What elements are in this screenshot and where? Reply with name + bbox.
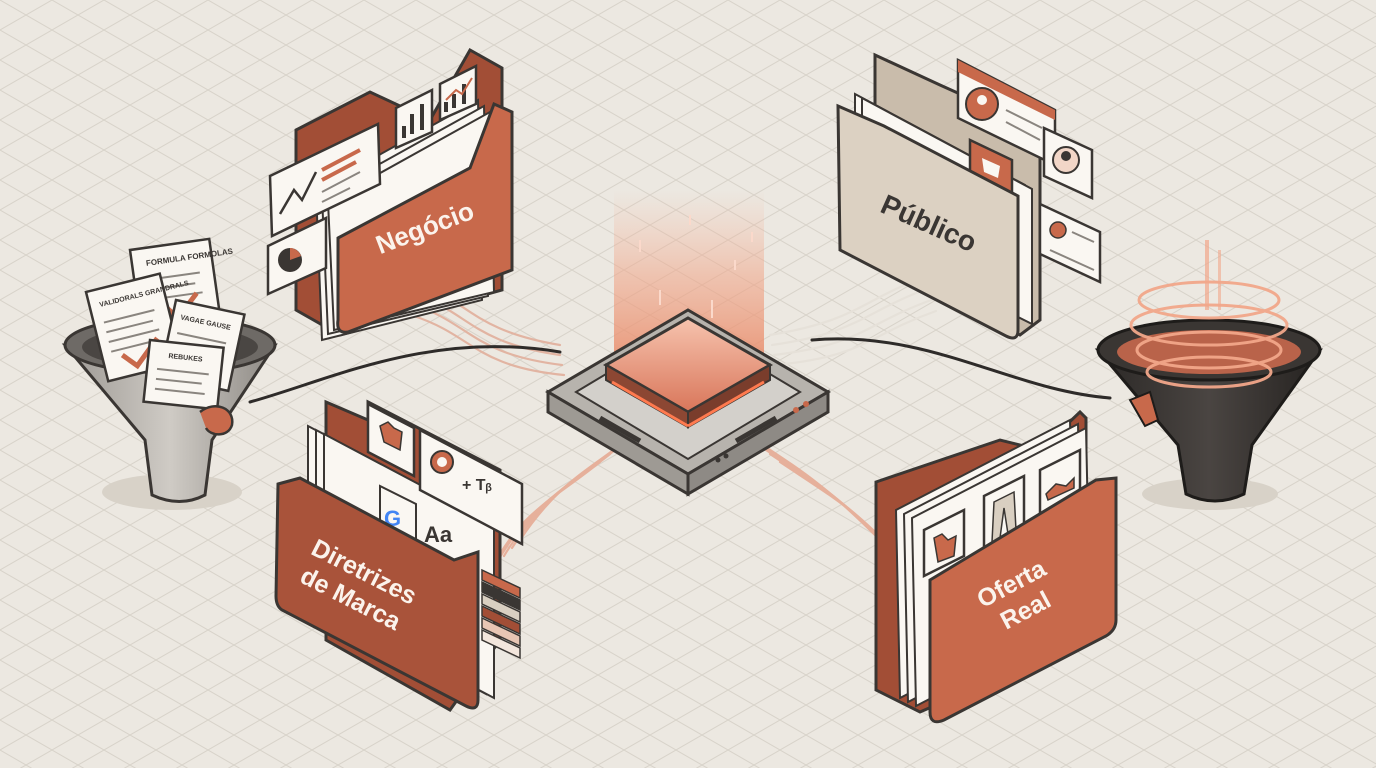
folder-publico[interactable]: Público: [836, 52, 1102, 340]
folder-front: [274, 476, 480, 710]
beam-particles: [639, 215, 753, 318]
central-hub: [545, 190, 831, 497]
tshirt-icon: [922, 507, 966, 579]
line-chart-icon: [268, 122, 382, 238]
typography-glyph: + Tᵦ: [462, 477, 492, 494]
input-funnel: FORMULA FORMOLAS VALIDORALS GRANDRALS VA…: [61, 237, 278, 510]
folder-diretrizes-de-marca[interactable]: + Tᵦ G Aa Diretrizes de Marca: [274, 399, 524, 712]
folder-front: [928, 476, 1118, 724]
tshirt-icon: [366, 401, 416, 479]
funnel-documents: FORMULA FORMOLAS VALIDORALS GRANDRALS VA…: [84, 237, 246, 411]
funnel-body: [1094, 348, 1323, 503]
person-avatar-icon: [1042, 126, 1094, 200]
person-avatar-icon: [1038, 202, 1102, 284]
font-sample: Aa: [424, 522, 453, 547]
folder-negocio[interactable]: Negócio: [266, 47, 514, 342]
funnel-connector-clip: [199, 405, 234, 436]
color-palette-icon: [481, 568, 521, 660]
pie-chart-icon: [266, 216, 328, 296]
funnel-connector-clip: [1128, 390, 1160, 428]
folder-front: [836, 103, 1020, 340]
typography-icon: + Tᵦ: [418, 427, 524, 547]
person-avatar-icon: [956, 57, 1057, 167]
hub-base-right: [686, 389, 830, 497]
folder-oferta-real[interactable]: Oferta Real: [874, 409, 1118, 724]
line-chart-icon: [438, 63, 478, 122]
output-funnel: [1094, 240, 1323, 510]
folder-front: [336, 101, 514, 334]
bar-chart-icon: [394, 87, 434, 150]
doc-4-title: REBUKES: [168, 353, 203, 364]
